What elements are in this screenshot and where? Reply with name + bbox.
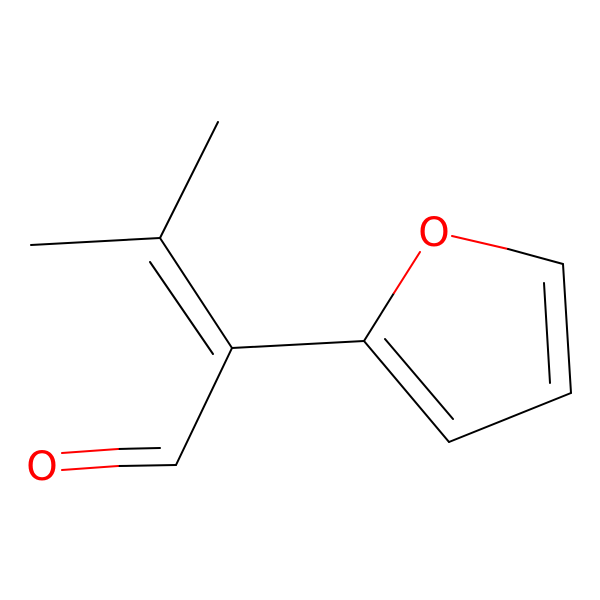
bond-c2-o1-carbon bbox=[363, 292, 395, 342]
bond-c5-c4-double-main bbox=[562, 263, 572, 394]
bond-cc-double-main bbox=[159, 237, 233, 349]
bond-methyl-upper bbox=[159, 121, 219, 239]
bond-o1-c5-carbon bbox=[507, 248, 564, 265]
bond-methyl-left bbox=[30, 237, 161, 246]
bond-c2-o1-oxygen bbox=[393, 251, 421, 294]
bond-c3-c2-double-inner bbox=[384, 338, 454, 420]
bond-c5-c4-double-inner bbox=[543, 282, 551, 384]
bond-co-double-b-oxygen bbox=[61, 448, 119, 454]
bond-co-double-a-carbon bbox=[117, 464, 177, 467]
ring-oxygen-label: O bbox=[418, 210, 449, 256]
bond-co-double-b-carbon bbox=[117, 447, 161, 450]
bond-co-double-a-oxygen bbox=[61, 465, 119, 471]
bond-cc-double-inner bbox=[149, 261, 214, 355]
bond-alpha-aldehyde bbox=[175, 347, 233, 466]
bond-o1-c5-oxygen bbox=[451, 235, 509, 250]
bond-c3-c2-double-main bbox=[363, 340, 450, 443]
aldehyde-oxygen-label: O bbox=[26, 444, 57, 490]
bond-alpha-furan bbox=[231, 340, 365, 349]
bond-c4-c3 bbox=[448, 392, 572, 443]
